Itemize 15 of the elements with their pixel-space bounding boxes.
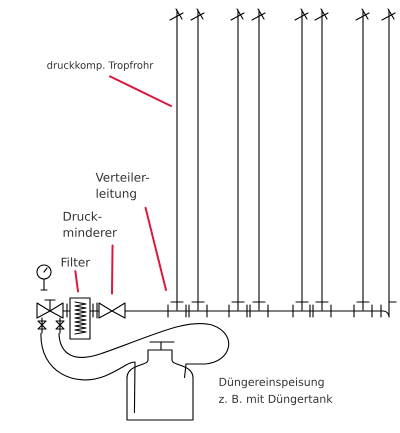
callout-label: Verteiler- leitung: [96, 172, 149, 200]
pressure-reducer-symbol: [96, 302, 126, 319]
leader-line: [144, 206, 167, 291]
callout-label: Filter: [62, 257, 90, 267]
caption-text: Düngereinspeisung z. B. mit Düngertank: [219, 378, 333, 406]
leader-line: [111, 244, 114, 294]
tank-drawing: [126, 341, 194, 421]
leader-line: [74, 270, 79, 292]
callout-label: Druck- minderer: [64, 212, 117, 237]
callout-label: druckkomp. Tropfrohr: [47, 61, 154, 71]
hose: [40, 333, 136, 414]
hose: [58, 323, 230, 378]
three-way-valve-symbol: [36, 299, 65, 334]
leader-line: [109, 75, 172, 107]
filter-symbol: [66, 297, 94, 340]
